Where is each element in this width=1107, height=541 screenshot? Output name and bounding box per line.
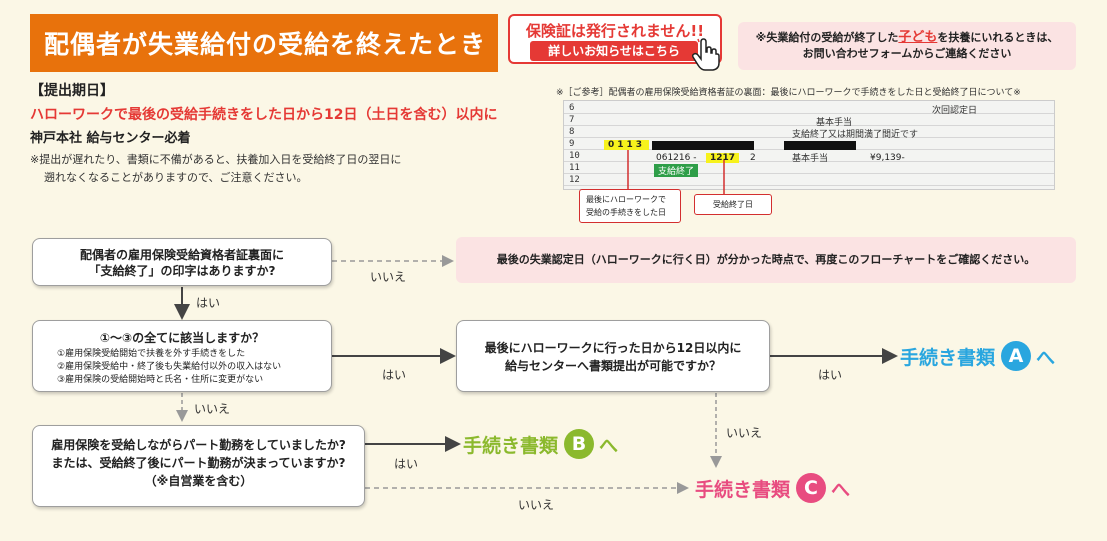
ref-amount: ¥9,139- <box>870 153 905 163</box>
dest-c-suffix: へ <box>831 478 851 501</box>
q4-line2: または、受給終了後にパート勤務が決まっていますか? <box>51 456 346 470</box>
page-title: 配偶者が失業給付の受給を終えたとき <box>30 14 498 72</box>
q3-line2: 給与センターへ書類提出が可能ですか？ <box>504 359 721 373</box>
q2-yes-label: はい <box>382 368 407 382</box>
ref-row-text: 支給終了又は期間満了間近です <box>792 130 919 140</box>
ref-row-num: 8 <box>569 127 575 137</box>
child-note-line1: ※失業給付の受給が終了した子どもを扶養にいれるときは、 <box>738 30 1076 46</box>
ref-end-code-highlight: 1217 <box>706 153 740 163</box>
destination-b[interactable]: 手続き書類 B へ <box>463 429 618 459</box>
q2-condition: ②雇用保険受給中・終了後も失業給付以外の収入はない <box>57 362 282 372</box>
question-1-box: 配偶者の雇用保険受給資格者証裏面に 「支給終了」の印字はありますか? <box>32 238 332 286</box>
dest-b-label: 手続き書類 <box>463 434 559 457</box>
question-2-box: ①～③の全てに該当しますか？ ①雇用保険受給開始で扶養を外す手続きをした ②雇用… <box>32 320 332 392</box>
pointing-hand-icon <box>690 38 722 72</box>
ref-row-text: 基本手当 <box>792 154 829 164</box>
child-note-pre: ※失業給付の受給が終了した <box>755 31 899 44</box>
ref-row: 8 支給終了又は期間満了間近です <box>564 127 1054 140</box>
notice-link-button[interactable]: 詳しいお知らせはこちら <box>530 41 698 61</box>
callout-last-line2: 受給の手続きをした日 <box>586 208 666 217</box>
q4-yes-label: はい <box>394 457 419 471</box>
q3-no-label: いいえ <box>726 426 763 440</box>
dest-c-badge: C <box>796 473 827 503</box>
ref-count: 2 <box>750 153 756 163</box>
ref-row-num: 11 <box>569 163 580 173</box>
redaction-bar <box>652 141 754 150</box>
deadline-rule: ハローワークで最後の受給手続きをした日から12日（土日を含む）以内に <box>30 107 498 123</box>
question-4-box: 雇用保険を受給しながらパート勤務をしていましたか? または、受給終了後にパート勤… <box>32 425 365 507</box>
redaction-bar <box>784 141 856 150</box>
q4-line1: 雇用保険を受給しながらパート勤務をしていましたか? <box>51 438 346 452</box>
dest-a-label: 手続き書類 <box>900 346 996 369</box>
deadline-destination: 神戸本社 給与センター必着 <box>30 131 191 146</box>
dest-b-suffix: へ <box>599 434 619 457</box>
callout-last-procedure-day: 最後にハローワークで 受給の手続きをした日 <box>579 189 681 223</box>
callout-connectors <box>627 150 725 194</box>
q1-yes-label: はい <box>196 296 221 310</box>
notice-box: 保険証は発行されません!! 詳しいお知らせはこちら <box>508 14 722 64</box>
dest-c-label: 手続き書類 <box>695 478 791 501</box>
q2-no-label: いいえ <box>194 402 231 416</box>
ref-row: 12 <box>564 175 1054 186</box>
ref-status-highlight: 支給終了 <box>654 164 699 177</box>
ref-row: 6 次回認定日 <box>564 103 1054 116</box>
destination-a[interactable]: 手続き書類 A へ <box>900 341 1055 371</box>
ref-date: 061216 - <box>656 153 697 163</box>
q2-condition: ③雇用保険の受給開始時と氏名・住所に変更がない <box>57 375 264 385</box>
ref-code-highlight: 0113 <box>604 140 650 150</box>
ref-row: 11 <box>564 163 1054 174</box>
q1-no-label: いいえ <box>370 270 407 284</box>
q1-line2: 「支給終了」の印字はありますか? <box>88 264 276 278</box>
ref-row-num: 12 <box>569 175 580 185</box>
destination-c[interactable]: 手続き書類 C へ <box>695 473 850 503</box>
q2-title: ①～③の全てに該当しますか？ <box>99 331 265 345</box>
ref-row-num: 6 <box>569 103 575 113</box>
ref-row-num: 10 <box>569 151 580 161</box>
child-note-keyword: 子ども <box>898 30 938 45</box>
deadline-heading: 【提出期日】 <box>30 83 114 99</box>
q2-conditions: ①雇用保険受給開始で扶養を外す手続きをした ②雇用保険受給中・終了後も失業給付以… <box>57 348 281 387</box>
child-note-post: を扶養にいれるときは、 <box>937 31 1059 44</box>
ref-row: 7 基本手当 <box>564 115 1054 128</box>
ref-row-text: 次回認定日 <box>932 106 978 116</box>
child-note-line2: お問い合わせフォームからご連絡ください <box>802 47 1012 60</box>
reference-document-image: 6 次回認定日 7 基本手当 8 支給終了又は期間満了間近です 9 10 基本手当 11… <box>563 100 1055 190</box>
reference-caption: ※［ご参考］配偶者の雇用保険受給資格者証の裏面：最後にハローワークで手続きをした… <box>556 88 1021 98</box>
q3-yes-label: はい <box>818 368 843 382</box>
dest-b-badge: B <box>564 429 595 459</box>
notice-title: 保険証は発行されません!! <box>525 22 705 40</box>
callout-end-date: 受給終了日 <box>694 194 772 215</box>
dest-a-suffix: へ <box>1036 346 1056 369</box>
recheck-info-box: 最後の失業認定日（ハローワークに行く日）が分かった時点で、再度このフローチャート… <box>456 237 1076 283</box>
q2-condition: ①雇用保険受給開始で扶養を外す手続きをした <box>57 349 246 359</box>
q4-line3: （※自営業を含む） <box>144 474 253 488</box>
ref-row-text: 基本手当 <box>816 118 853 128</box>
child-dependent-note: ※失業給付の受給が終了した子どもを扶養にいれるときは、 お問い合わせフォームから… <box>738 22 1076 70</box>
callout-last-line1: 最後にハローワークで <box>586 195 666 204</box>
q1-line1: 配偶者の雇用保険受給資格者証裏面に <box>79 248 284 262</box>
ref-row-num: 7 <box>569 115 575 125</box>
deadline-note-line2: 遡れなくなることがありますので、ご注意ください。 <box>44 171 308 184</box>
ref-row: 10 基本手当 <box>564 151 1054 164</box>
q4-no-label: いいえ <box>518 498 555 512</box>
ref-row-num: 9 <box>569 139 575 149</box>
q3-line1: 最後にハローワークに行った日から12日以内に <box>484 341 742 355</box>
deadline-note-line1: ※提出が遅れたり、書類に不備があると、扶養加入日を受給終了日の翌日に <box>30 153 402 166</box>
question-3-box: 最後にハローワークに行った日から12日以内に 給与センターへ書類提出が可能ですか… <box>456 320 770 392</box>
dest-a-badge: A <box>1001 341 1032 371</box>
